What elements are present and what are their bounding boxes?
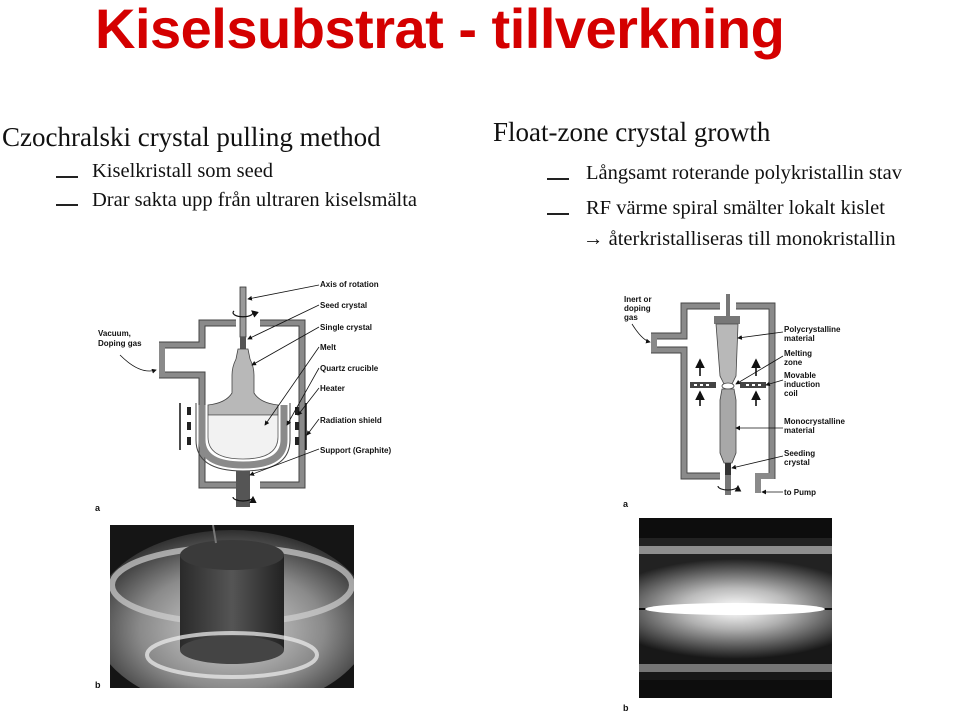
chamber-wall: [651, 303, 775, 493]
melt: [207, 414, 279, 460]
single-crystal: [207, 348, 279, 416]
bullet-dash: [56, 204, 78, 206]
rotation-arrow-icon: [717, 484, 742, 492]
label-seed-2: crystal: [784, 458, 810, 467]
label-melt-2: zone: [784, 358, 803, 367]
label-poly-2: material: [784, 334, 815, 343]
float-zone-photo: [639, 518, 832, 698]
float-zone-heading: Float-zone crystal growth: [493, 117, 771, 147]
bullet-dash: [56, 176, 78, 178]
label-coil-2: induction: [784, 380, 820, 389]
rod-holder: [714, 316, 740, 324]
polycrystalline-rod: [715, 323, 739, 385]
label-heater: Heater: [320, 384, 345, 393]
label-axis: Axis of rotation: [320, 280, 379, 289]
label-doping: doping: [624, 304, 651, 313]
monocrystalline-rod: [719, 388, 737, 464]
left-bullet-1: Kiselkristall som seed: [92, 160, 274, 182]
right-arrow-line: → återkristalliseras till monokristallin: [583, 228, 896, 250]
upper-rod: [726, 294, 730, 316]
left-bullet-2: Drar sakta upp från ultraren kiselsmälta: [92, 189, 418, 211]
rotation-arrow-icon: [232, 495, 257, 504]
quartz-crucible: [198, 405, 288, 469]
radiation-shield: [179, 403, 307, 450]
label-mono-2: material: [784, 426, 815, 435]
label-seed: Seed crystal: [320, 301, 367, 310]
label-mono: Monocrystalline: [784, 417, 845, 426]
pull-rod: [239, 286, 247, 338]
czochralski-photo: [110, 525, 354, 688]
coil-direction-arrow-icon: [695, 358, 761, 406]
melting-zone: [721, 382, 735, 390]
label-shield: Radiation shield: [320, 416, 382, 425]
page-title: Kiselsubstrat - tillverkning: [95, 0, 785, 60]
label-melt: Melting: [784, 349, 812, 358]
seed-crystal: [240, 337, 246, 349]
float-zone-diagram: Inert or doping gas Polycrystalline mate…: [624, 294, 845, 497]
label-seed: Seeding: [784, 449, 815, 458]
panel-label-a: a: [623, 499, 629, 509]
bullet-dash: [547, 213, 569, 215]
czochralski-diagram: Axis of rotation Seed crystal Single cry…: [98, 280, 391, 507]
seed-crystal: [725, 463, 731, 475]
label-coil-3: coil: [784, 389, 798, 398]
czochralski-heading: Czochralski crystal pulling method: [2, 122, 381, 152]
label-vacuum: Vacuum,: [98, 329, 131, 338]
right-bullet-2: RF värme spiral smälter lokalt kislet: [586, 197, 885, 219]
label-inert: Inert or: [624, 295, 652, 304]
panel-label-b: b: [623, 703, 629, 713]
right-bullet-1: Långsamt roterande polykristallin stav: [586, 162, 902, 184]
rotation-arrow-icon: [232, 310, 259, 318]
label-coil: Movable: [784, 371, 817, 380]
label-crucible: Quartz crucible: [320, 364, 379, 373]
panel-label-b: b: [95, 680, 101, 690]
label-melt: Melt: [320, 343, 336, 352]
label-doping: Doping gas: [98, 339, 142, 348]
heater: [187, 407, 299, 445]
label-support: Support (Graphite): [320, 446, 391, 455]
label-gas: gas: [624, 313, 638, 322]
bullet-dash: [547, 178, 569, 180]
label-pump: to Pump: [784, 488, 816, 497]
panel-label-a: a: [95, 503, 101, 513]
support-shaft: [236, 471, 250, 507]
label-single: Single crystal: [320, 323, 372, 332]
label-poly: Polycrystalline: [784, 325, 841, 334]
